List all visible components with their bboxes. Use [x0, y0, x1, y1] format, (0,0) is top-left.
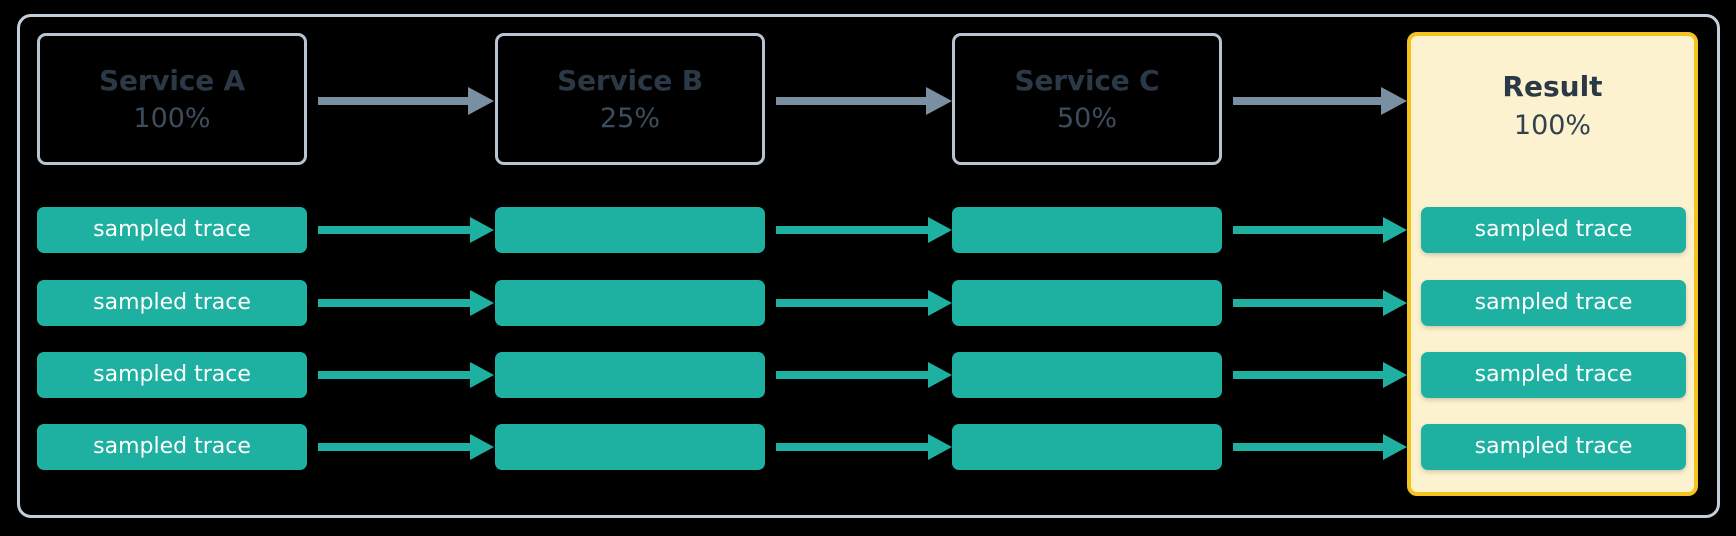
trace-bar-row3-service-b[interactable]	[495, 352, 765, 398]
trace-bar-row3-service-a[interactable]: sampled trace	[37, 352, 307, 398]
result-box[interactable]: Result 100%	[1407, 32, 1698, 496]
trace-bar-row2-service-c[interactable]	[952, 280, 1222, 326]
trace-arrow-row4-c-to-result	[1233, 434, 1407, 460]
flow-arrow-a-to-b	[318, 87, 494, 115]
flow-arrow-b-to-c	[776, 87, 952, 115]
trace-arrow-row3-c-to-result	[1233, 362, 1407, 388]
trace-arrow-row2-c-to-result	[1233, 290, 1407, 316]
trace-label: sampled trace	[1474, 217, 1633, 242]
service-b-percent: 25%	[599, 102, 660, 134]
result-percent: 100%	[1513, 110, 1592, 141]
service-box-service-a[interactable]: Service A 100%	[37, 33, 307, 165]
trace-label: sampled trace	[1474, 362, 1633, 387]
service-box-service-b[interactable]: Service B 25%	[495, 33, 765, 165]
trace-label: sampled trace	[93, 290, 251, 315]
result-header: Result 100%	[1411, 36, 1694, 176]
trace-arrow-row2-a-to-b	[318, 290, 494, 316]
trace-bar-row1-service-a[interactable]: sampled trace	[37, 207, 307, 253]
trace-bar-row2-result[interactable]: sampled trace	[1421, 280, 1686, 326]
trace-arrow-row1-a-to-b	[318, 217, 494, 243]
trace-bar-row3-service-c[interactable]	[952, 352, 1222, 398]
trace-label: sampled trace	[93, 434, 251, 459]
trace-bar-row3-result[interactable]: sampled trace	[1421, 352, 1686, 398]
trace-arrow-row2-b-to-c	[776, 290, 952, 316]
trace-bar-row1-service-c[interactable]	[952, 207, 1222, 253]
trace-arrow-row3-a-to-b	[318, 362, 494, 388]
trace-bar-row2-service-a[interactable]: sampled trace	[37, 280, 307, 326]
trace-bar-row4-service-b[interactable]	[495, 424, 765, 470]
diagram-outer-frame	[17, 14, 1720, 518]
trace-arrow-row1-c-to-result	[1233, 217, 1407, 243]
trace-label: sampled trace	[93, 217, 251, 242]
service-box-service-c[interactable]: Service C 50%	[952, 33, 1222, 165]
trace-label: sampled trace	[93, 362, 251, 387]
service-a-percent: 100%	[133, 102, 211, 134]
service-c-title: Service C	[1014, 63, 1160, 97]
result-title: Result	[1502, 70, 1603, 103]
trace-bar-row1-service-b[interactable]	[495, 207, 765, 253]
service-b-title: Service B	[557, 63, 703, 97]
trace-bar-row1-result[interactable]: sampled trace	[1421, 207, 1686, 253]
service-a-title: Service A	[98, 63, 246, 97]
service-c-percent: 50%	[1056, 102, 1117, 134]
trace-label: sampled trace	[1474, 290, 1633, 315]
trace-arrow-row3-b-to-c	[776, 362, 952, 388]
trace-arrow-row1-b-to-c	[776, 217, 952, 243]
trace-bar-row4-service-c[interactable]	[952, 424, 1222, 470]
trace-bar-row4-result[interactable]: sampled trace	[1421, 424, 1686, 470]
trace-label: sampled trace	[1474, 434, 1633, 459]
trace-bar-row4-service-a[interactable]: sampled trace	[37, 424, 307, 470]
trace-arrow-row4-b-to-c	[776, 434, 952, 460]
trace-arrow-row4-a-to-b	[318, 434, 494, 460]
trace-bar-row2-service-b[interactable]	[495, 280, 765, 326]
flow-arrow-c-to-result	[1233, 87, 1407, 115]
